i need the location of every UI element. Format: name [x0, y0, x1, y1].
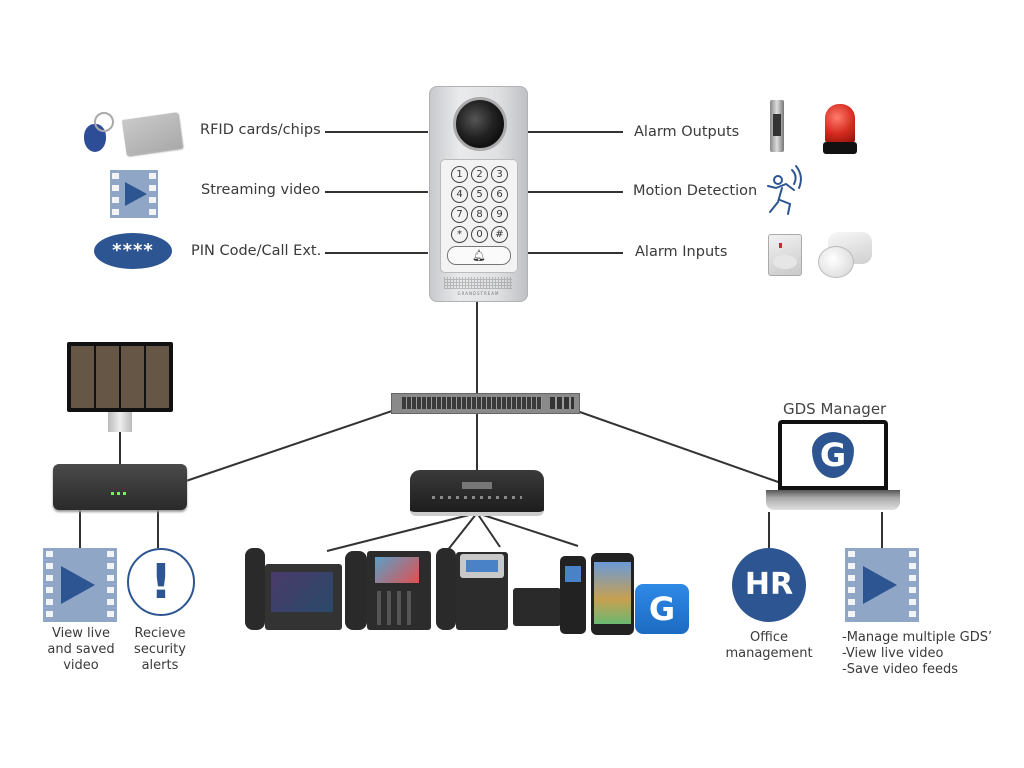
caption-line: Office: [750, 630, 788, 645]
key-0: 0: [471, 226, 488, 243]
caption-line: and saved: [47, 642, 115, 657]
video-wall-monitor: [67, 342, 173, 412]
key-4: 4: [451, 186, 468, 203]
laptop-keyboard-base: [766, 490, 900, 510]
grandstream-app-icon: G: [635, 584, 689, 634]
key-1: 1: [451, 166, 468, 183]
nvr-caption-video: View live and saved video: [40, 626, 122, 674]
camera-lens-icon: [453, 97, 507, 151]
caption-line: -Manage multiple GDS’: [842, 630, 993, 645]
video-film-icon: [43, 548, 117, 622]
keypad-panel: 1 2 3 4 5 6 7 8 9 * 0 # 🔔︎: [440, 159, 518, 273]
rfid-keyring: [94, 112, 114, 132]
key-star: *: [451, 226, 468, 243]
alarm-light-icon: [823, 104, 857, 156]
keypad-grid: 1 2 3 4 5 6 7 8 9 * 0 #: [451, 166, 509, 243]
dect-base: [513, 588, 561, 626]
ip-phone-color: [345, 551, 431, 630]
smartphone: [591, 553, 634, 635]
feature-label-alarm-outputs: Alarm Outputs: [634, 124, 740, 140]
line-switch-nvr: [185, 410, 393, 482]
caption-line: Recieve: [134, 626, 186, 641]
feature-label-pin: PIN Code/Call Ext.: [191, 243, 322, 259]
key-3: 3: [491, 166, 508, 183]
caption-line: -Save video feeds: [842, 662, 958, 677]
line-pbx-phone3: [446, 512, 478, 552]
nvr-device: [53, 464, 187, 510]
feature-label-motion: Motion Detection: [633, 183, 758, 199]
caption-line: alerts: [141, 658, 179, 673]
gds-manager-title: GDS Manager: [783, 400, 887, 418]
manager-caption-office: Office management: [722, 630, 816, 662]
nvr-caption-alerts: Recieve security alerts: [120, 626, 200, 674]
video-film-icon: [110, 170, 158, 218]
line-switch-laptop: [576, 410, 782, 484]
rfid-card-icon: [84, 110, 184, 158]
caption-line: video: [63, 658, 99, 673]
door-strike-icon: [770, 100, 784, 152]
doorbell-button: 🔔︎: [447, 246, 511, 265]
monitor-stand: [108, 412, 132, 432]
pir-sensor-icon: [768, 234, 802, 276]
laptop: G: [778, 420, 888, 490]
line-pbx-dect: [476, 512, 579, 547]
key-7: 7: [451, 206, 468, 223]
caption-line: management: [725, 646, 813, 661]
ip-pbx-device: [410, 470, 544, 516]
line-pbx-phone1: [326, 512, 478, 552]
key-9: 9: [491, 206, 508, 223]
line-pbx-phone3b: [476, 512, 501, 548]
key-6: 6: [491, 186, 508, 203]
ip-phone-basic: [436, 548, 508, 630]
feature-label-streaming: Streaming video: [201, 182, 321, 198]
manager-caption-video: -Manage multiple GDS’ -View live video -…: [842, 630, 1012, 678]
feature-label-rfid: RFID cards/chips: [200, 122, 321, 138]
grandstream-logo-icon: G: [812, 432, 854, 478]
motion-sensor-icon: [818, 232, 872, 278]
key-5: 5: [471, 186, 488, 203]
rfid-card: [121, 112, 183, 156]
alert-icon: !: [127, 548, 195, 616]
motion-icon: [767, 165, 802, 215]
video-film-icon: [845, 548, 919, 622]
hr-icon: HR: [732, 548, 806, 622]
caption-line: View live: [52, 626, 110, 641]
caption-line: -View live video: [842, 646, 944, 661]
caption-line: security: [134, 642, 186, 657]
feature-label-alarm-inputs: Alarm Inputs: [635, 244, 728, 260]
key-2: 2: [471, 166, 488, 183]
hr-icon-text: HR: [744, 567, 794, 602]
speaker-grille: [444, 277, 512, 289]
pin-code-icon: ****: [94, 233, 172, 269]
key-hash: #: [491, 226, 508, 243]
video-phone: [245, 548, 342, 630]
gds-door-intercom: 1 2 3 4 5 6 7 8 9 * 0 # 🔔︎ GRANDSTREAM: [429, 86, 528, 302]
network-switch: [391, 393, 580, 414]
brand-text: GRANDSTREAM: [457, 291, 500, 296]
key-8: 8: [471, 206, 488, 223]
pin-code-text: ****: [112, 240, 154, 261]
dect-handset: [560, 556, 586, 634]
